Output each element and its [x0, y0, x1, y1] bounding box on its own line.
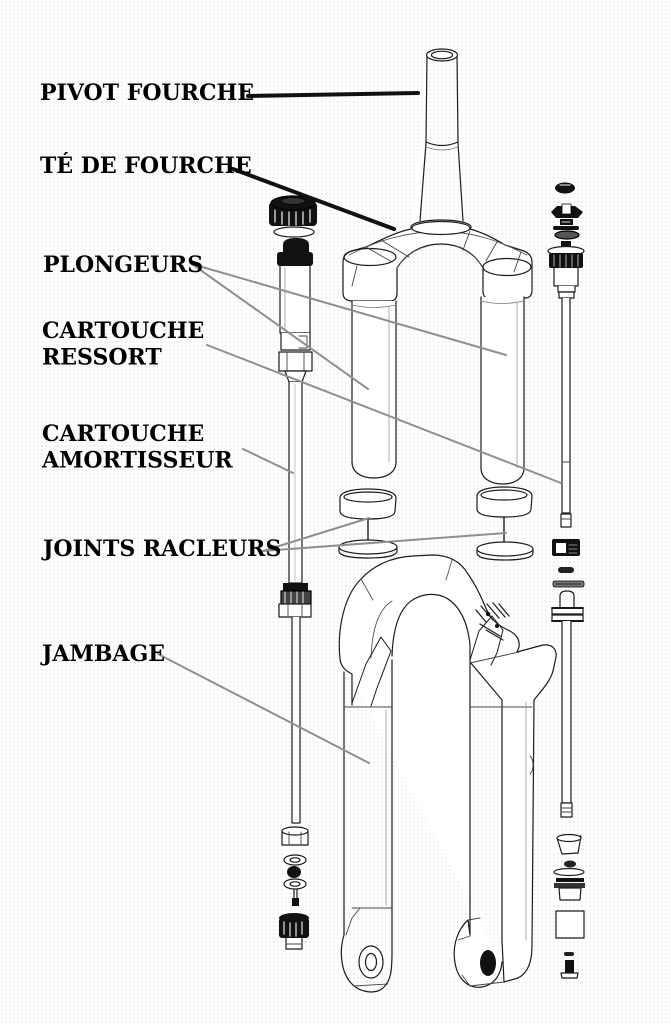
jambage-label: JAMBAGE — [42, 641, 165, 668]
crown-drawing — [342, 220, 533, 302]
right-cartridge-drawing — [547, 182, 585, 979]
joints-racleurs-label-text: JOINTS RACLEURS — [43, 535, 282, 563]
cartouche-ressort-label: CARTOUCHE RESSORT — [42, 317, 204, 370]
joints-racleurs-label: JOINTS RACLEURS — [43, 536, 281, 563]
te-de-fourche-leader-line — [231, 167, 396, 231]
pivot-fourche-label: PIVOT FOURCHE — [40, 80, 254, 107]
cartouche-ressort-label-line1: CARTOUCHE — [42, 317, 205, 344]
left-wiper-seal-drawing — [338, 488, 398, 559]
left-cartridge-drawing — [269, 195, 317, 950]
te-de-fourche-label: TÉ DE FOURCHE — [40, 153, 252, 180]
plongeurs-leader-line-right — [191, 263, 507, 356]
plongeurs-label-text: PLONGEURS — [43, 251, 204, 279]
cartouche-ressort-leader-line — [206, 344, 562, 484]
right-stanchion-drawing — [480, 296, 525, 485]
right-wiper-seal-drawing — [476, 486, 534, 561]
cartouche-amortisseur-label-line1: CARTOUCHE — [42, 420, 205, 447]
jambage-label-text: JAMBAGE — [42, 640, 166, 668]
steerer-tube-drawing — [410, 48, 472, 235]
joints-racleurs-leader-line-left — [262, 517, 370, 552]
plongeurs-label: PLONGEURS — [43, 252, 203, 279]
pivot-fourche-label-text: PIVOT FOURCHE — [40, 79, 255, 107]
cartouche-amortisseur-label: CARTOUCHE AMORTISSEUR — [42, 420, 233, 473]
cartouche-amortisseur-leader-line — [242, 448, 294, 474]
joints-racleurs-leader-line-right — [262, 532, 507, 552]
te-de-fourche-label-text: TÉ DE FOURCHE — [40, 152, 252, 180]
lower-legs-drawing — [338, 554, 557, 993]
pivot-fourche-leader-line — [246, 91, 420, 98]
cartouche-amortisseur-label-line2: AMORTISSEUR — [42, 447, 233, 474]
plongeurs-leader-line-left — [191, 263, 369, 390]
cartouche-ressort-label-line2: RESSORT — [42, 344, 162, 371]
leader-lines — [157, 91, 562, 764]
jambage-leader-line — [157, 653, 370, 764]
left-stanchion-drawing — [351, 300, 397, 479]
